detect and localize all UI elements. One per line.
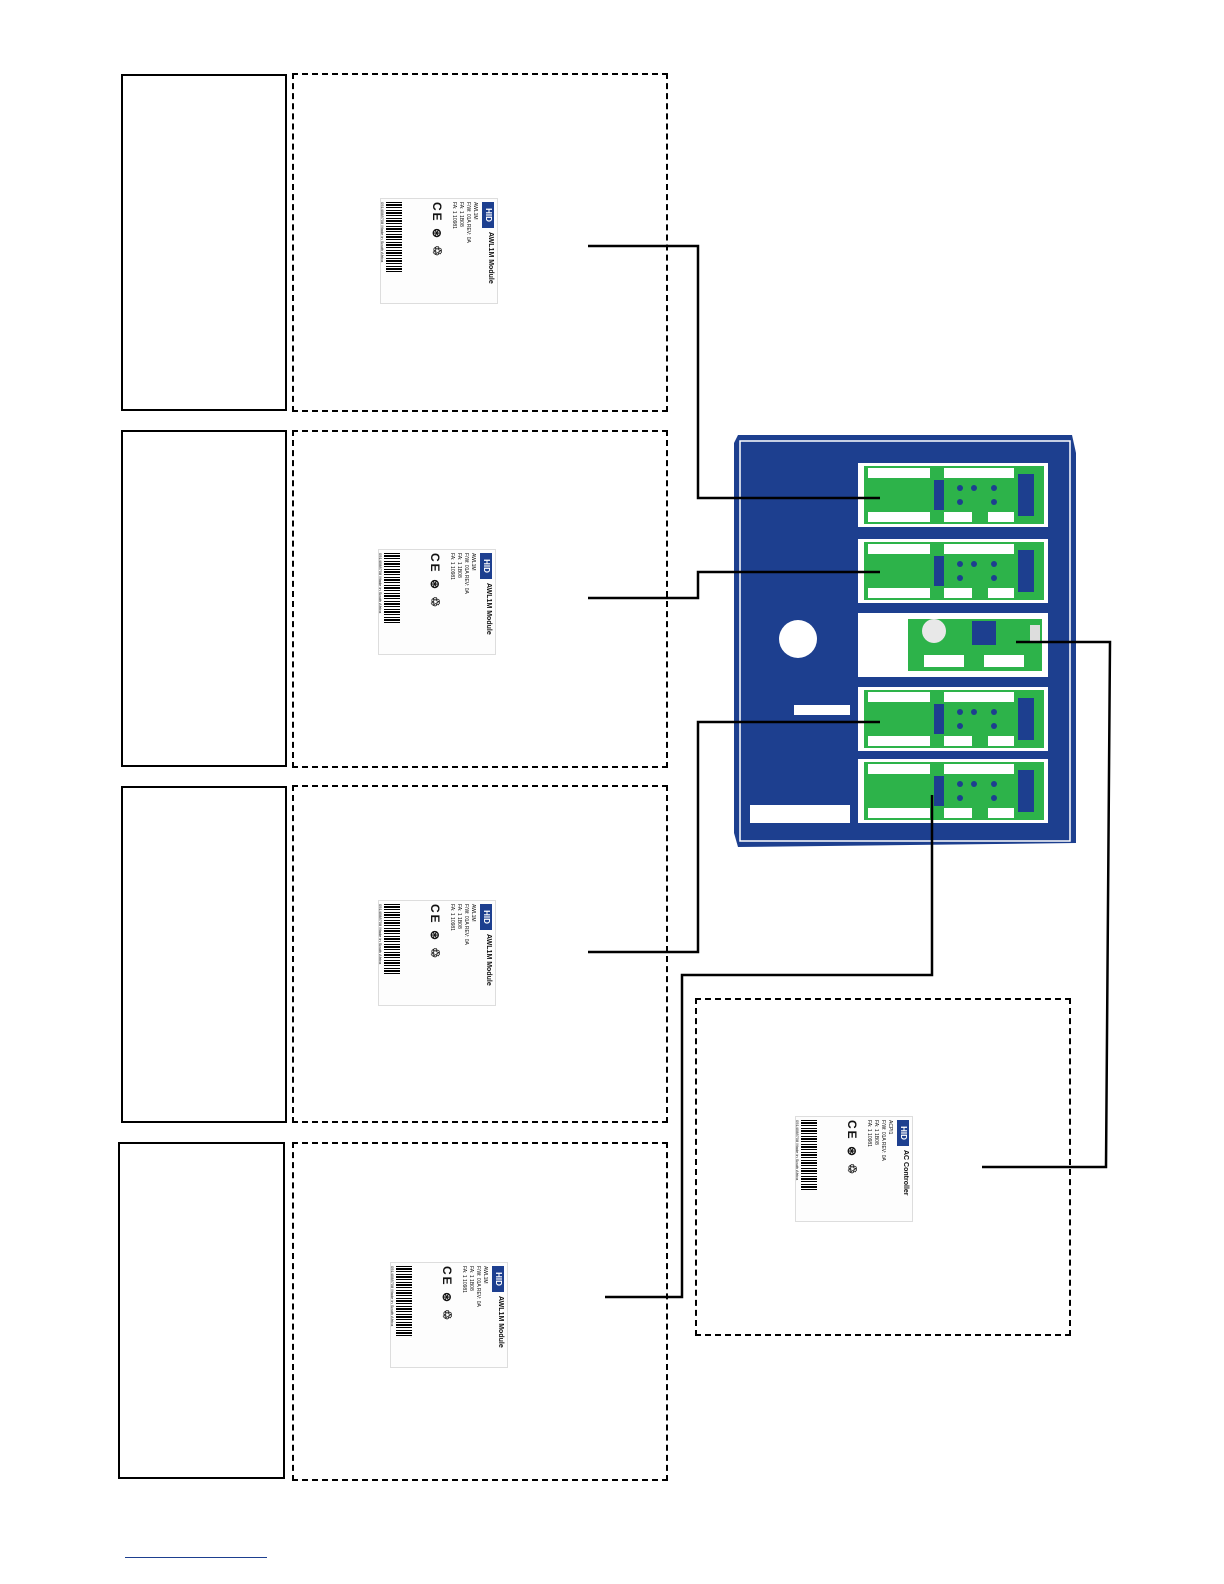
blank-box-4 xyxy=(118,1142,285,1479)
module-label-1: HID AWL1M Module AWL1M F/W: 01A REV: 0A … xyxy=(380,198,498,304)
knockout-hole xyxy=(779,620,817,658)
controller-label: HID AC Controller ACPI1 F/W: 01A REV: 0A… xyxy=(795,1116,913,1222)
module-label-3: HID AWL1M Module AWL1M F/W: 01A REV: 0A … xyxy=(378,900,496,1006)
blank-box-2 xyxy=(121,430,287,767)
controller-box: HID AC Controller ACPI1 F/W: 01A REV: 0A… xyxy=(695,998,1071,1336)
footer-rule xyxy=(125,1557,267,1558)
module-box-4: HID AWL1M Module AWL1M F/W: 01A REV: 0A … xyxy=(292,1142,668,1481)
blank-box-1 xyxy=(121,74,287,411)
connector-line-4 xyxy=(605,795,934,1299)
module-box-3: HID AWL1M Module AWL1M F/W: 01A REV: 0A … xyxy=(292,785,668,1123)
module-box-2: HID AWL1M Module AWL1M F/W: 01A REV: 0A … xyxy=(292,430,668,768)
terminal-strip xyxy=(794,705,850,715)
connector-line-2 xyxy=(588,570,880,600)
blank-box-3 xyxy=(121,786,287,1123)
module-label-2: HID AWL1M Module AWL1M F/W: 01A REV: 0A … xyxy=(378,549,496,655)
connector-line-1 xyxy=(588,244,880,500)
enclosure-panel xyxy=(734,435,1076,847)
module-box-1: HID AWL1M Module AWL1M F/W: 01A REV: 0A … xyxy=(292,73,668,412)
module-label-4: HID AWL1M Module AWL1M F/W: 01A REV: 0A … xyxy=(390,1262,508,1368)
connector-line-controller xyxy=(982,640,1112,1169)
connector-line-3 xyxy=(588,720,880,954)
